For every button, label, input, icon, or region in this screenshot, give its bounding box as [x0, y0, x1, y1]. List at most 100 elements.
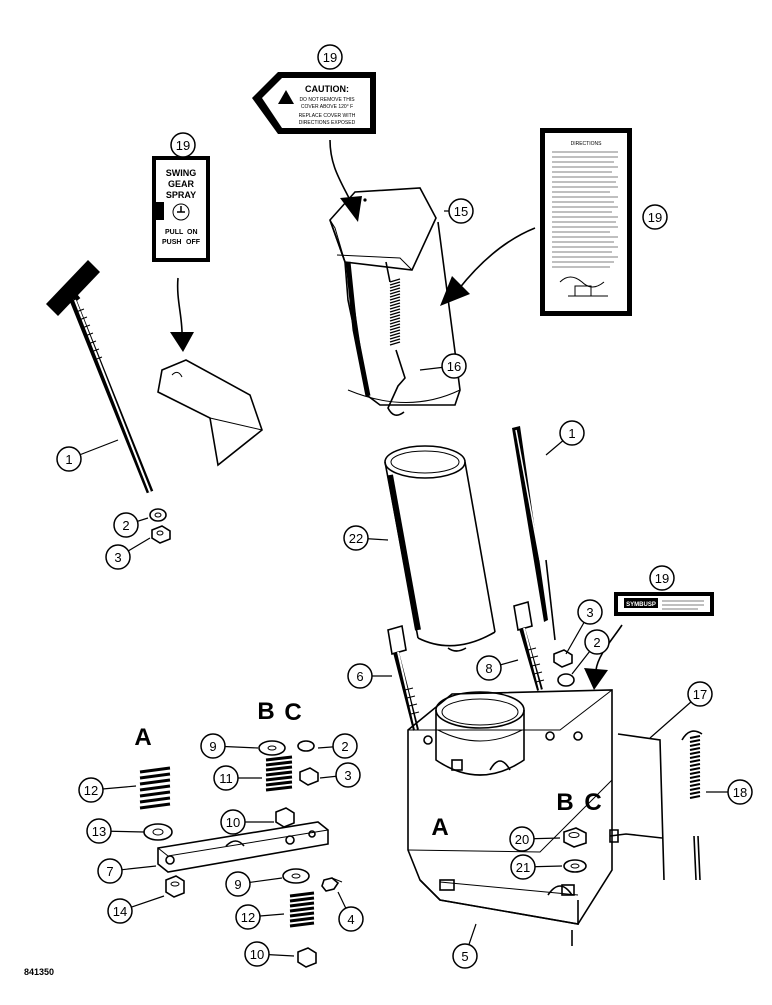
- t-handle-rod-left: [46, 260, 154, 494]
- pin-4: [321, 877, 343, 892]
- callout-number: 7: [106, 864, 113, 879]
- callout-number: 16: [447, 359, 461, 374]
- rod-right: [512, 426, 556, 641]
- swing-gear-spray-decal: SWING GEAR SPRAY PULL ON PUSH OFF: [152, 156, 210, 262]
- callout-number: 19: [648, 210, 662, 225]
- caution-decal: CAUTION: DO NOT REMOVE THIS COVER ABOVE …: [252, 72, 376, 134]
- callout-15: 15: [444, 198, 474, 224]
- small-decal: SYMBUSP: [614, 592, 714, 616]
- callout-number: 19: [176, 138, 190, 153]
- svg-text:DIRECTIONS: DIRECTIONS: [571, 141, 603, 147]
- grease-cartridge: [384, 445, 496, 652]
- callout-number: 8: [485, 661, 492, 676]
- grease-cartridge-cover: [329, 187, 461, 406]
- nut-3-mid: [299, 767, 319, 786]
- svg-text:COVER ABOVE 120° F: COVER ABOVE 120° F: [301, 104, 353, 110]
- washer-21: [563, 859, 587, 873]
- callout-number: 5: [461, 949, 468, 964]
- callout-9: 9: [225, 871, 283, 897]
- callout-number: 22: [349, 531, 363, 546]
- svg-text:CAUTION:: CAUTION:: [305, 84, 349, 94]
- callout-13: 13: [86, 818, 145, 844]
- callout-5: 5: [452, 923, 478, 969]
- svg-text:SPRAY: SPRAY: [166, 190, 196, 200]
- callout-3: 3: [565, 599, 603, 655]
- callout-4: 4: [337, 891, 364, 932]
- callout-2: 2: [317, 733, 358, 759]
- callout-9: 9: [200, 733, 259, 759]
- svg-text:GEAR: GEAR: [168, 179, 195, 189]
- callout-number: 4: [347, 912, 354, 927]
- letter-c: C: [284, 699, 301, 726]
- bolt-6: [387, 624, 420, 731]
- spring-fitting: [681, 730, 703, 881]
- svg-text:OFF: OFF: [186, 239, 201, 246]
- figure-id: 841350: [24, 967, 54, 977]
- callout-19: 19: [170, 132, 196, 158]
- nut-left: [151, 525, 171, 544]
- nut-10-bottom: [297, 947, 317, 968]
- callout-number: 18: [733, 785, 747, 800]
- callout-number: 2: [593, 635, 600, 650]
- spring-11: [265, 755, 293, 792]
- callout-number: 13: [92, 824, 106, 839]
- callout-number: 1: [65, 452, 72, 467]
- bolt-8: [513, 600, 545, 691]
- callout-21: 21: [510, 854, 563, 880]
- callout-number: 10: [250, 947, 264, 962]
- callout-12: 12: [78, 777, 137, 803]
- nut-14: [165, 875, 185, 898]
- callout-3: 3: [319, 762, 361, 788]
- callout-number: 6: [356, 669, 363, 684]
- callout-2: 2: [113, 512, 149, 538]
- letter-b: B: [257, 698, 274, 725]
- letter-a: A: [431, 814, 448, 841]
- callout-number: 3: [114, 550, 121, 565]
- callout-19: 19: [642, 204, 668, 230]
- callout-number: 21: [516, 860, 530, 875]
- callout-7: 7: [97, 858, 157, 884]
- callout-11: 11: [213, 765, 262, 791]
- callout-14: 14: [107, 895, 165, 924]
- directions-decal: DIRECTIONS: [540, 128, 632, 316]
- callout-3: 3: [105, 537, 151, 570]
- callout-number: 19: [323, 50, 337, 65]
- callout-19: 19: [317, 44, 343, 70]
- callout-20: 20: [509, 826, 561, 852]
- callout-number: 3: [344, 768, 351, 783]
- callout-number: 9: [234, 877, 241, 892]
- spring-12-bottom: [289, 891, 315, 928]
- washer-13: [143, 823, 173, 841]
- callout-number: 10: [226, 815, 240, 830]
- nut-10-top: [275, 807, 295, 828]
- lock-washer-left: [149, 508, 167, 522]
- callout-17: 17: [649, 681, 713, 739]
- callout-1: 1: [56, 439, 119, 472]
- washer-9-top: [258, 740, 286, 756]
- callout-16: 16: [419, 353, 467, 379]
- callout-1: 1: [545, 420, 585, 456]
- svg-text:DIRECTIONS EXPOSED: DIRECTIONS EXPOSED: [299, 120, 356, 126]
- callout-number: 3: [586, 605, 593, 620]
- lube-line: [609, 733, 665, 881]
- svg-text:DO NOT REMOVE THIS: DO NOT REMOVE THIS: [299, 97, 355, 103]
- spring-plate: [157, 821, 329, 873]
- letter-c: C: [584, 789, 601, 816]
- callout-number: 20: [515, 832, 529, 847]
- callout-number: 2: [122, 518, 129, 533]
- lock-washer-right: [557, 673, 575, 687]
- callout-2: 2: [571, 629, 610, 675]
- arrow-icon: [329, 139, 362, 222]
- letter-a: A: [134, 724, 151, 751]
- callout-number: 17: [693, 687, 707, 702]
- callout-12: 12: [235, 904, 285, 930]
- callout-number: 12: [241, 910, 255, 925]
- nut-right: [553, 649, 573, 668]
- callout-22: 22: [343, 525, 389, 551]
- callout-10: 10: [244, 941, 295, 967]
- cover-spring: [385, 261, 406, 416]
- callout-10: 10: [220, 809, 274, 835]
- arrow-icon: [440, 227, 536, 306]
